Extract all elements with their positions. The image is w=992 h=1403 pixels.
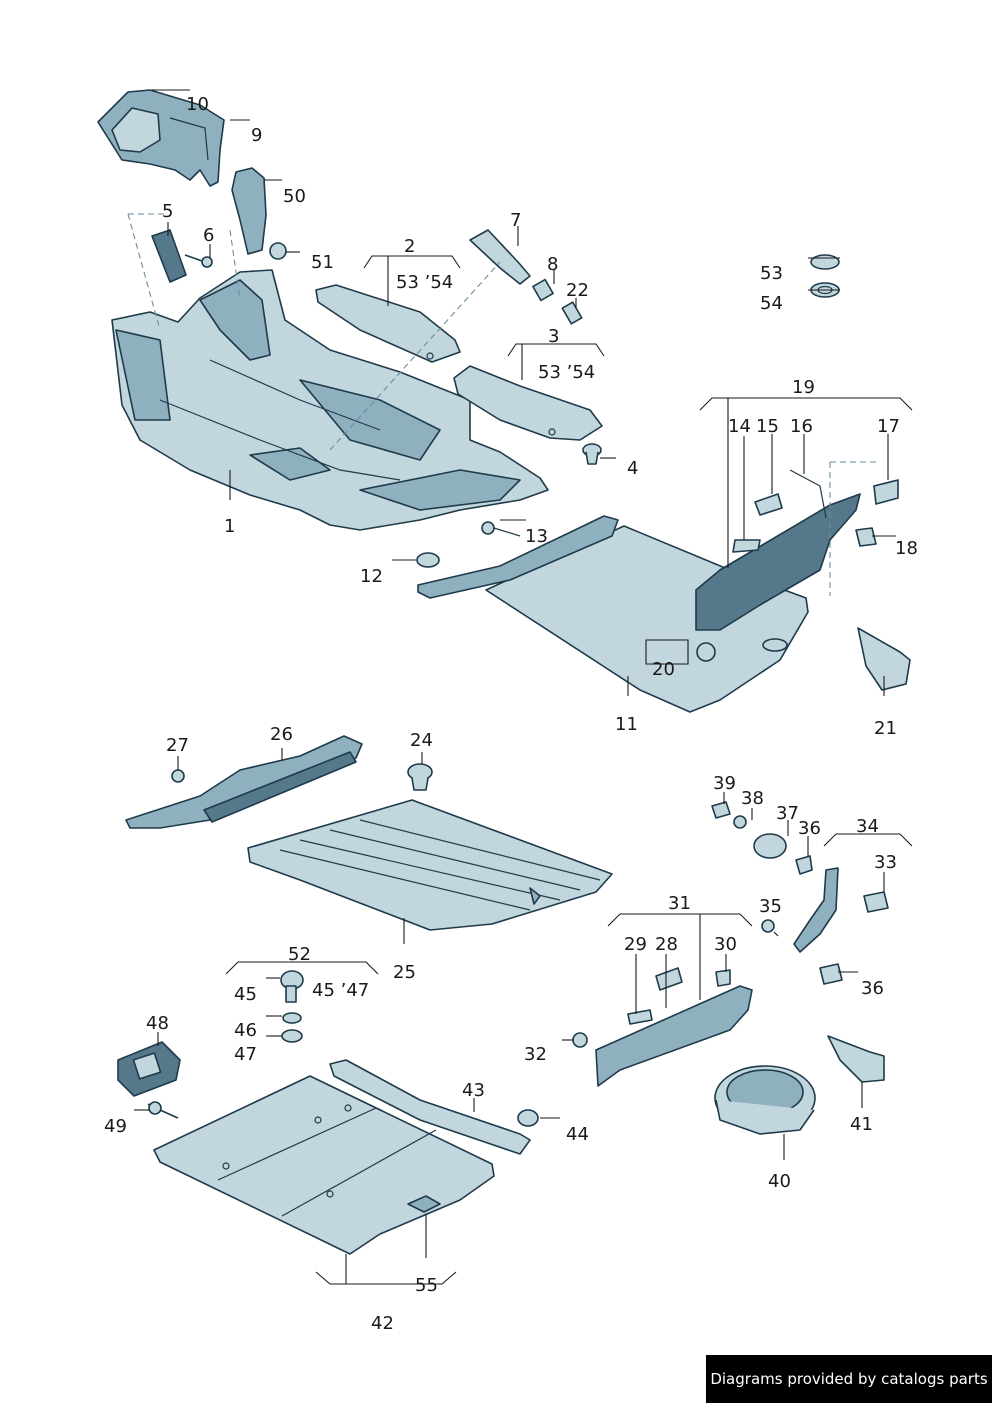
part-1-floor-carpet bbox=[111, 269, 549, 531]
callout-45: 45 bbox=[234, 984, 257, 1005]
callout-24: 24 bbox=[410, 730, 433, 751]
callout-2-qty: 53 ’54 bbox=[396, 272, 453, 293]
callout-3: 3 bbox=[548, 326, 559, 347]
part-21-cover bbox=[857, 627, 911, 691]
callout-10: 10 bbox=[186, 94, 209, 115]
part-48-ring bbox=[117, 1041, 181, 1119]
callout-50: 50 bbox=[283, 186, 306, 207]
part-4-clip bbox=[582, 443, 602, 465]
part-53-54-washers bbox=[810, 254, 840, 298]
part-44-clip bbox=[517, 1109, 539, 1127]
callout-47: 47 bbox=[234, 1044, 257, 1065]
callout-51: 51 bbox=[311, 252, 334, 273]
part-25-floor-panel bbox=[247, 799, 613, 931]
callout-34: 34 bbox=[856, 816, 879, 837]
part-42-cover bbox=[153, 1075, 495, 1255]
callout-28: 28 bbox=[655, 934, 678, 955]
part-50-bracket bbox=[231, 167, 287, 260]
callout-46: 46 bbox=[234, 1020, 257, 1041]
callout-14: 14 bbox=[728, 416, 751, 437]
part-7-clip bbox=[469, 229, 583, 325]
callout-9: 9 bbox=[251, 125, 262, 146]
callout-11: 11 bbox=[615, 714, 638, 735]
callout-12: 12 bbox=[360, 566, 383, 587]
part-45-47-eyelet bbox=[280, 970, 304, 1043]
callout-1: 1 bbox=[224, 516, 235, 537]
callout-20: 20 bbox=[652, 659, 675, 680]
callout-53: 53 bbox=[760, 263, 783, 284]
callout-29: 29 bbox=[624, 934, 647, 955]
callout-44: 44 bbox=[566, 1124, 589, 1145]
part-43-strip bbox=[329, 1059, 531, 1155]
callout-54: 54 bbox=[760, 293, 783, 314]
callout-39: 39 bbox=[713, 773, 736, 794]
callout-25: 25 bbox=[393, 962, 416, 983]
guide-lines bbox=[127, 213, 880, 596]
callout-3-qty: 53 ’54 bbox=[538, 362, 595, 383]
callout-42: 42 bbox=[371, 1313, 394, 1334]
callout-6: 6 bbox=[203, 225, 214, 246]
callout-18: 18 bbox=[895, 538, 918, 559]
part-41-cover bbox=[827, 1035, 885, 1083]
callout-37: 37 bbox=[776, 803, 799, 824]
part-34-trim bbox=[711, 801, 889, 985]
callout-41: 41 bbox=[850, 1114, 873, 1135]
callout-5: 5 bbox=[162, 201, 173, 222]
callout-55: 55 bbox=[415, 1275, 438, 1296]
part-40-tray bbox=[714, 1065, 816, 1135]
callout-45-qty: 45 ’47 bbox=[312, 980, 369, 1001]
callout-40: 40 bbox=[768, 1171, 791, 1192]
callout-19: 19 bbox=[792, 377, 815, 398]
callout-35: 35 bbox=[759, 896, 782, 917]
callout-33: 33 bbox=[874, 852, 897, 873]
credit-banner: Diagrams provided by catalogs parts bbox=[706, 1355, 992, 1403]
part-2-mat bbox=[315, 284, 461, 363]
callout-43: 43 bbox=[462, 1080, 485, 1101]
callout-27: 27 bbox=[166, 735, 189, 756]
callout-13: 13 bbox=[525, 526, 548, 547]
callout-2: 2 bbox=[404, 236, 415, 257]
callout-16: 16 bbox=[790, 416, 813, 437]
callout-38: 38 bbox=[741, 788, 764, 809]
callout-26: 26 bbox=[270, 724, 293, 745]
part-26-trim bbox=[125, 735, 363, 829]
part-13-rail bbox=[416, 515, 619, 599]
callout-17: 17 bbox=[877, 416, 900, 437]
callout-31: 31 bbox=[668, 893, 691, 914]
credit-text: Diagrams provided by catalogs parts bbox=[710, 1370, 988, 1388]
callout-4: 4 bbox=[627, 458, 638, 479]
callout-48: 48 bbox=[146, 1013, 169, 1034]
part-5-pad bbox=[151, 229, 213, 283]
callout-22: 22 bbox=[566, 280, 589, 301]
part-19-rear-panel bbox=[695, 469, 899, 662]
callout-36-bottom: 36 bbox=[861, 978, 884, 999]
callout-49: 49 bbox=[104, 1116, 127, 1137]
callout-15: 15 bbox=[756, 416, 779, 437]
callout-labels: 1 2 53 ’54 3 53 ’54 4 5 6 7 8 9 10 11 12… bbox=[104, 94, 918, 1334]
callout-52: 52 bbox=[288, 944, 311, 965]
callout-7: 7 bbox=[510, 210, 521, 231]
part-9-10-shield bbox=[97, 89, 225, 187]
callout-30: 30 bbox=[714, 934, 737, 955]
part-3-mat bbox=[453, 365, 603, 441]
part-31-trim bbox=[572, 967, 753, 1087]
callout-8: 8 bbox=[547, 254, 558, 275]
callout-32: 32 bbox=[524, 1044, 547, 1065]
callout-21: 21 bbox=[874, 718, 897, 739]
part-24-clip bbox=[407, 763, 433, 791]
callout-36-top: 36 bbox=[798, 818, 821, 839]
leader-lines bbox=[134, 89, 913, 1285]
